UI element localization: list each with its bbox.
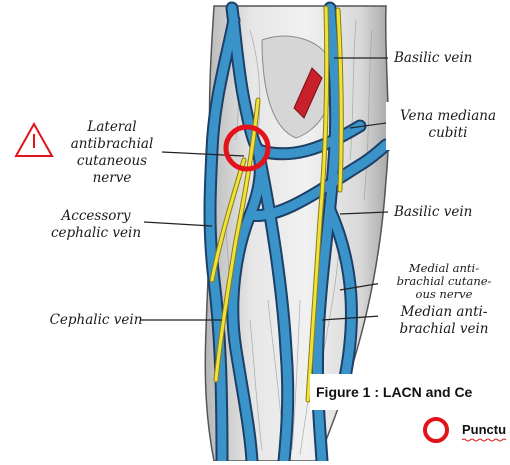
label-line: antibrachial: [56, 136, 168, 153]
label-line: brachial vein: [384, 321, 504, 338]
label-median-antibrachial-vein: Median anti- brachial vein: [384, 304, 504, 338]
label-line: Median anti-: [384, 304, 504, 321]
label-line: ous nerve: [384, 288, 504, 301]
label-line: cubiti: [392, 125, 504, 142]
label-line: Vena mediana: [392, 108, 504, 125]
label-line: cutaneous: [56, 153, 168, 170]
label-cephalic-vein: Cephalic vein: [46, 312, 146, 329]
label-basilic-vein-mid: Basilic vein: [394, 204, 506, 221]
label-line: Accessory: [46, 208, 146, 225]
warning-triangle-icon: [14, 122, 54, 158]
label-medial-antibrachial-nerve: Medial anti- brachial cutane- ous nerve: [384, 262, 504, 301]
label-vena-mediana-cubiti: Vena mediana cubiti: [392, 108, 504, 142]
label-basilic-vein-top: Basilic vein: [394, 50, 506, 67]
label-line: nerve: [56, 170, 168, 187]
figure-caption: Figure 1 : LACN and Ce: [316, 384, 510, 400]
label-line: Lateral: [56, 119, 168, 136]
label-line: cephalic vein: [46, 225, 146, 242]
legend-label: Punctu: [462, 422, 510, 437]
label-accessory-cephalic-vein: Accessory cephalic vein: [46, 208, 146, 242]
label-lateral-antibrachial-nerve: Lateral antibrachial cutaneous nerve: [56, 119, 168, 187]
